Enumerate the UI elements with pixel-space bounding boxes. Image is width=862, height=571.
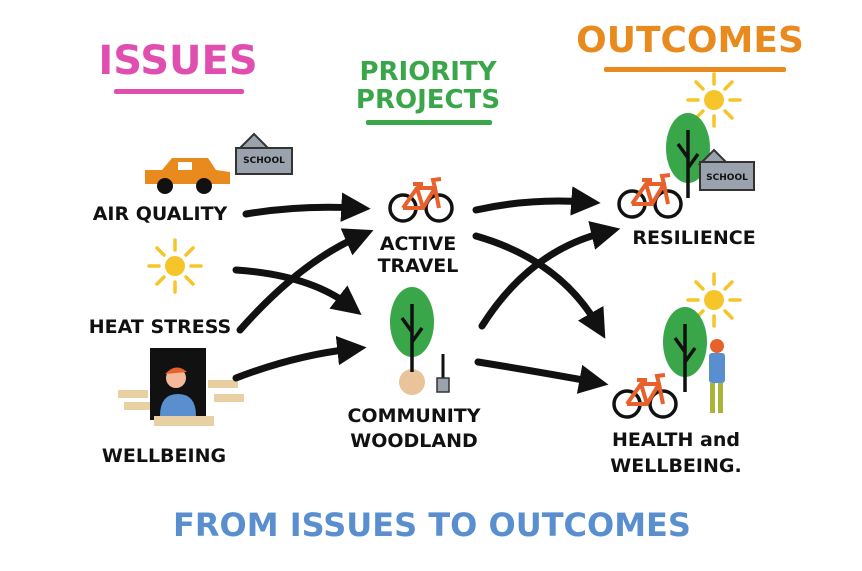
issue-wellbeing: WELLBEING (102, 445, 226, 467)
priority-heading-line2: PROJECTS (356, 85, 500, 115)
priority-underline (366, 120, 492, 125)
person-icon (709, 339, 725, 413)
outcome-health-line2: WELLBEING. (610, 455, 741, 477)
arrow-wellbeing-to-woodland (232, 335, 367, 382)
window-person-icon (118, 348, 244, 426)
issue-heat-stress: HEAT STRESS (89, 316, 231, 338)
arrow-active-to-health (472, 232, 606, 339)
priority-heading-line1: PRIORITY (359, 57, 497, 87)
project-active-travel-line2: TRAVEL (378, 255, 459, 277)
health-icon (612, 272, 742, 419)
arrow-active-to-resilience (472, 186, 601, 216)
arrow-air-to-active (242, 192, 371, 222)
woodland-icon (388, 285, 450, 395)
resilience-icon: SCHOOL (617, 72, 755, 219)
car-icon (145, 158, 230, 194)
outcome-health-line1: HEALTH and (612, 429, 740, 451)
arrow-woodland-to-resilience (478, 221, 621, 330)
arrow-heat-to-active (236, 228, 374, 334)
school-sign-text: SCHOOL (243, 156, 285, 166)
sun-icon (147, 238, 203, 294)
project-woodland-line1: COMMUNITY (347, 405, 480, 427)
outcomes-underline (604, 67, 786, 72)
issues-underline (114, 89, 244, 94)
issue-air-quality: AIR QUALITY (93, 203, 228, 225)
arrow-heat-to-woodland (232, 266, 362, 316)
bike-icon (388, 177, 454, 223)
arrow-woodland-to-health (474, 358, 609, 394)
project-active-travel-line1: ACTIVE (380, 233, 456, 255)
footer-title: FROM ISSUES TO OUTCOMES (173, 506, 691, 544)
school-icon: SCHOOL (235, 132, 293, 175)
project-woodland-line2: WOODLAND (350, 430, 478, 452)
outcomes-heading: OUTCOMES (576, 20, 804, 61)
outcome-resilience: RESILIENCE (632, 227, 755, 249)
issues-heading: ISSUES (98, 38, 257, 84)
spade-icon (436, 354, 450, 393)
school-sign-text: SCHOOL (706, 173, 748, 183)
